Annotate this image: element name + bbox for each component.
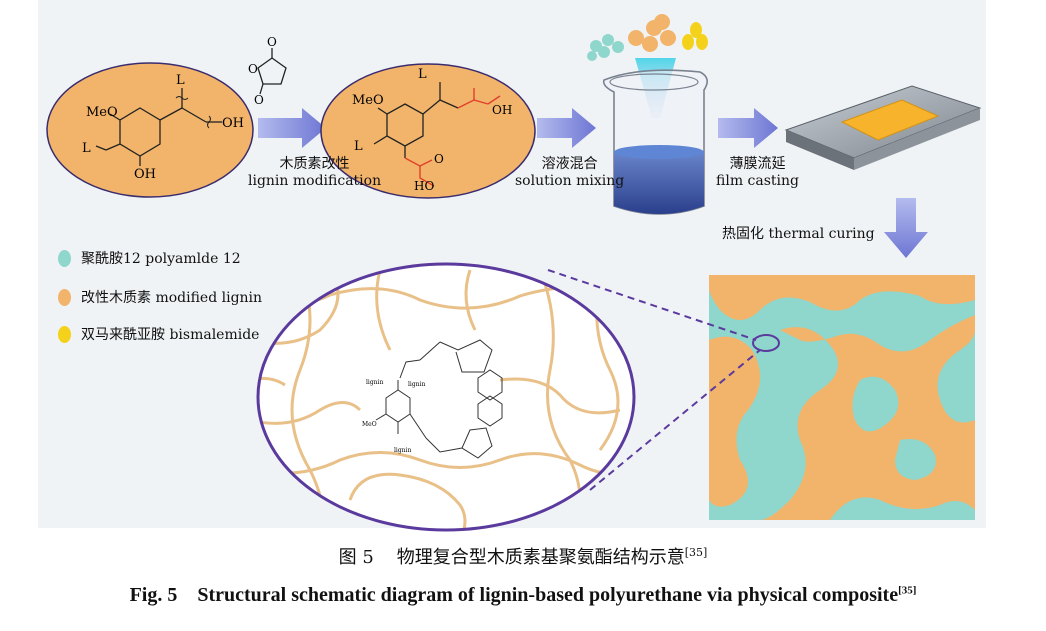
caption-chinese: 图 5 物理复合型木质素基聚氨酯结构示意[35] (0, 543, 1046, 569)
label-modification: 木质素改性 lignin modification (248, 156, 381, 190)
legend-lignin-swatch (58, 288, 71, 306)
composite-film (709, 275, 975, 520)
label-mixing: 溶液混合 solution mixing (515, 156, 624, 190)
caption-cn-prefix: 图 5 (338, 547, 374, 568)
left-L-top: L (176, 73, 185, 88)
anhydride-O-ring: O (248, 62, 258, 76)
legend-bismaleimide-label: 双马来酰亚胺 bismalemide (81, 327, 260, 343)
label-modification-en: lignin modification (248, 173, 382, 189)
arrow-modification (258, 108, 326, 148)
label-casting-en: film casting (716, 173, 799, 189)
caption-en-text: Structural schematic diagram of lignin-b… (197, 584, 899, 606)
arrow-mixing (537, 108, 596, 148)
falling-particles (587, 14, 708, 61)
caption-cn-ref: [35] (684, 546, 708, 559)
caption-cn-text: 物理复合型木质素基聚氨酯结构示意 (396, 547, 685, 568)
legend-polyamide-label: 聚酰胺12 polyamlde 12 (81, 251, 241, 267)
label-casting: 薄膜流延 film casting (716, 156, 799, 190)
beaker (602, 69, 708, 215)
legend-bismaleimide: 双马来酰亚胺 bismalemide (58, 324, 259, 344)
caption-en-prefix: Fig. 5 (129, 584, 178, 606)
arrow-casting (718, 108, 778, 148)
left-L-bottom: L (82, 141, 91, 156)
label-mixing-en: solution mixing (515, 173, 625, 189)
maleic-anhydride-molecule: O O O (248, 35, 287, 107)
caption-english: Fig. 5 Structural schematic diagram of l… (0, 584, 1046, 607)
zoom-meo-label: MeO (362, 421, 377, 428)
zoom-lignin-label-1: lignin (366, 379, 383, 386)
left-MeO: MeO (86, 105, 118, 120)
arrow-curing (884, 198, 928, 258)
mod-OH-top: OH (492, 103, 512, 117)
legend-polyamide-swatch (58, 249, 71, 267)
zoom-lignin-label-3: lignin (394, 447, 411, 454)
zoom-line-top (547, 269, 757, 341)
label-casting-cn: 薄膜流延 (729, 156, 786, 172)
mod-O-bottom: O (434, 152, 444, 166)
left-OH-side: OH (222, 116, 244, 131)
anhydride-O-bottom: O (254, 93, 264, 107)
legend-lignin-label: 改性木质素 modified lignin (81, 290, 263, 306)
legend-lignin: 改性木质素 modified lignin (58, 287, 262, 307)
left-OH-bottom: OH (134, 167, 156, 182)
legend-polyamide: 聚酰胺12 polyamlde 12 (58, 248, 241, 268)
label-mixing-cn: 溶液混合 (541, 156, 598, 172)
label-curing: 热固化 thermal curing (722, 226, 875, 242)
lignin-molecule-left: L MeO OH L OH (46, 62, 254, 198)
zoom-network-view: lignin lignin MeO lignin (256, 262, 636, 532)
mod-L-bottom: L (354, 139, 363, 154)
lignin-molecule-modified: L MeO OH L O HO (320, 63, 536, 199)
label-modification-cn: 木质素改性 (279, 156, 350, 172)
legend-bismaleimide-swatch (58, 325, 71, 343)
mod-L-top: L (418, 67, 427, 82)
anhydride-O-top: O (267, 35, 277, 49)
caption-en-ref: [35] (898, 584, 917, 597)
mod-HO-bottom: HO (414, 179, 434, 193)
mod-MeO: MeO (352, 93, 384, 108)
zoom-line-bottom (589, 349, 761, 491)
zoom-lignin-label-2: lignin (408, 381, 425, 388)
casting-plate (784, 85, 982, 170)
